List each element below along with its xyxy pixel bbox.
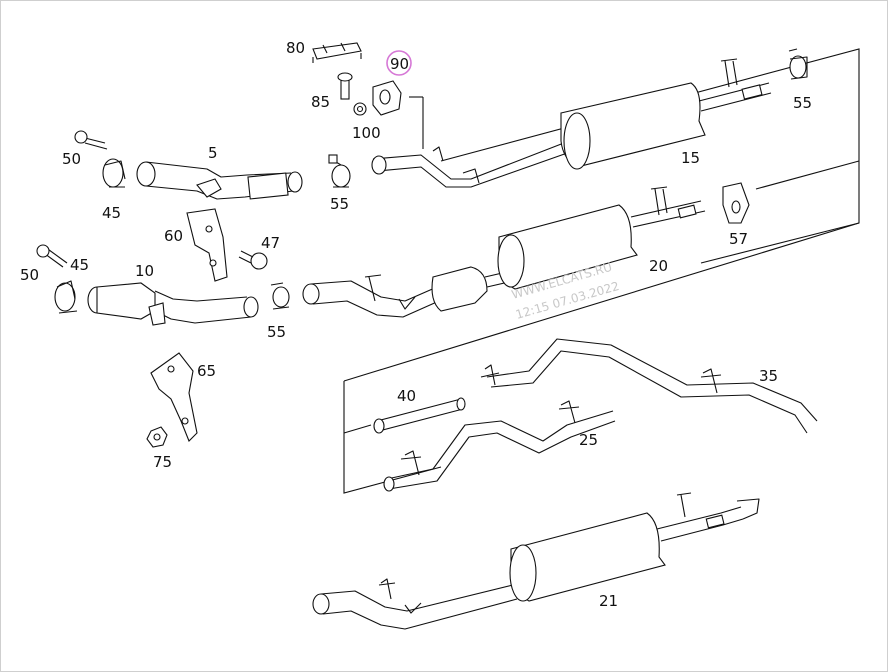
callout-75[interactable]: 75 [153, 453, 172, 471]
callout-5[interactable]: 5 [208, 144, 218, 162]
muffler-assembly-15 [371, 58, 772, 188]
bracket-65 [146, 352, 198, 448]
callout-57[interactable]: 57 [729, 230, 748, 248]
front-pipe-10 [36, 244, 259, 326]
callout-55[interactable]: 55 [267, 323, 286, 341]
callout-47[interactable]: 47 [261, 234, 280, 252]
callout-25[interactable]: 25 [579, 431, 598, 449]
callout-21[interactable]: 21 [599, 592, 618, 610]
callout-45[interactable]: 45 [102, 204, 121, 222]
callout-65[interactable]: 65 [197, 362, 216, 380]
callout-20[interactable]: 20 [649, 257, 668, 275]
pipe-40 [373, 397, 466, 434]
muffler-assembly-21 [312, 492, 760, 630]
callout-45[interactable]: 45 [70, 256, 89, 274]
clamp-55-upper [788, 48, 808, 80]
callout-55[interactable]: 55 [793, 94, 812, 112]
callout-50[interactable]: 50 [20, 266, 39, 284]
tailpipe-35 [480, 338, 818, 434]
callout-100[interactable]: 100 [352, 124, 381, 142]
callout-10[interactable]: 10 [135, 262, 154, 280]
muffler-assembly-20 [302, 186, 706, 318]
callout-90[interactable]: 90 [390, 55, 409, 73]
pipe-25 [383, 400, 616, 492]
front-pipe-5 [74, 130, 303, 200]
callout-80[interactable]: 80 [286, 39, 305, 57]
hanger-57 [722, 182, 750, 224]
small-hardware [312, 42, 402, 116]
callout-90-highlight-ring [386, 50, 412, 76]
callout-55[interactable]: 55 [330, 195, 349, 213]
callout-85[interactable]: 85 [311, 93, 330, 111]
clamp-55-lower [270, 282, 290, 310]
callout-labels: 80 90 85 100 55 15 50 5 45 55 60 47 57 2… [20, 39, 812, 610]
callout-60[interactable]: 60 [164, 227, 183, 245]
clamp-55-middle [328, 154, 351, 188]
callout-40[interactable]: 40 [397, 387, 416, 405]
callout-35[interactable]: 35 [759, 367, 778, 385]
callout-50[interactable]: 50 [62, 150, 81, 168]
callout-15[interactable]: 15 [681, 149, 700, 167]
bracket-60 [186, 208, 268, 282]
